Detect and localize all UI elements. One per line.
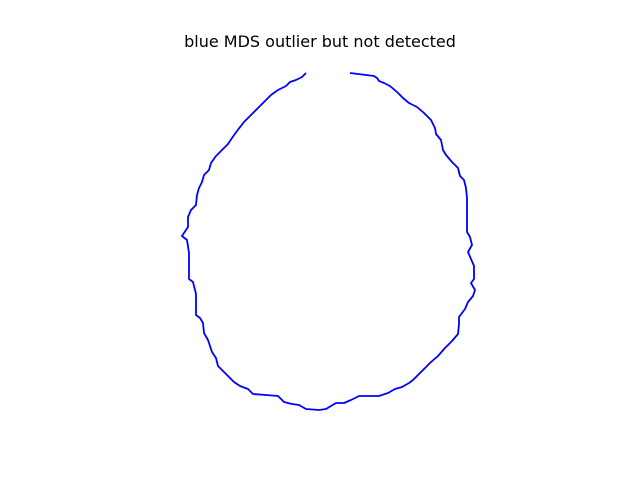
series-line — [181, 72, 476, 411]
chart-title: blue MDS outlier but not detected — [184, 32, 456, 51]
